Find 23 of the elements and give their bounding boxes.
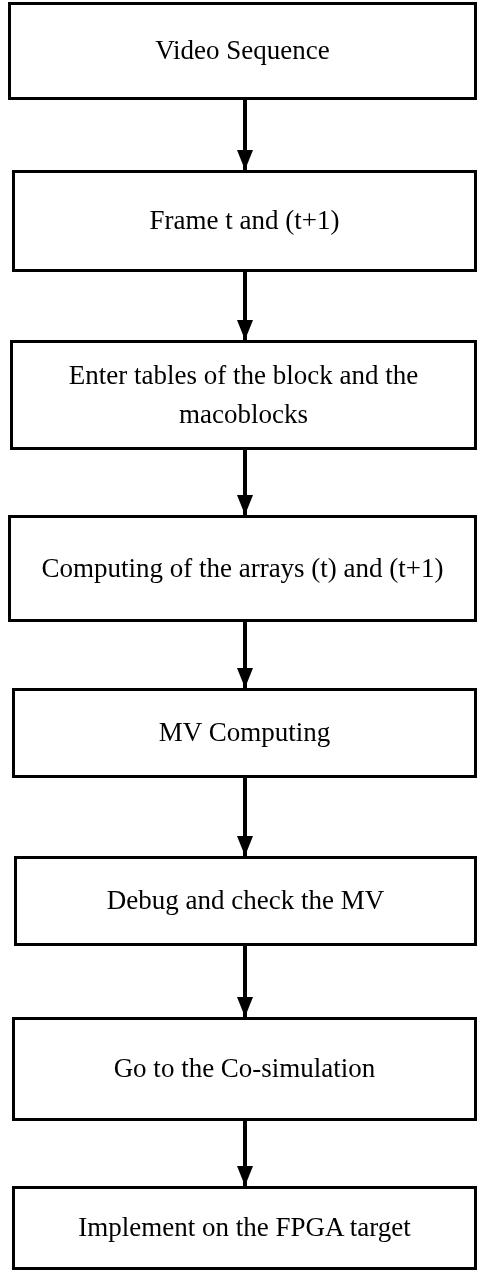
box-label: MV Computing: [157, 716, 332, 750]
process-box: [12, 688, 477, 778]
process-box: [12, 1017, 477, 1121]
box-label: Computing of the arrays (t) and (t+1): [40, 551, 445, 585]
box-label: Go to the Co-simulation: [112, 1052, 377, 1086]
process-box: [8, 2, 477, 100]
process-box: [10, 340, 477, 450]
box-label: Frame t and (t+1): [148, 204, 341, 238]
arrow: [237, 450, 253, 515]
box-label: Debug and check the MV: [105, 884, 386, 918]
arrow: [237, 622, 253, 688]
box-label: Enter tables of the block and the macoblocks: [67, 358, 420, 431]
process-box: [12, 170, 477, 272]
arrow: [237, 1121, 253, 1186]
arrow: [237, 778, 253, 856]
process-box: [12, 1186, 477, 1270]
process-box: [14, 856, 477, 946]
arrow: [237, 946, 253, 1017]
arrow: [237, 272, 253, 340]
process-box: [8, 515, 477, 622]
box-label: Implement on the FPGA target: [77, 1211, 412, 1245]
box-label: Video Sequence: [154, 34, 331, 68]
arrow: [237, 100, 253, 170]
